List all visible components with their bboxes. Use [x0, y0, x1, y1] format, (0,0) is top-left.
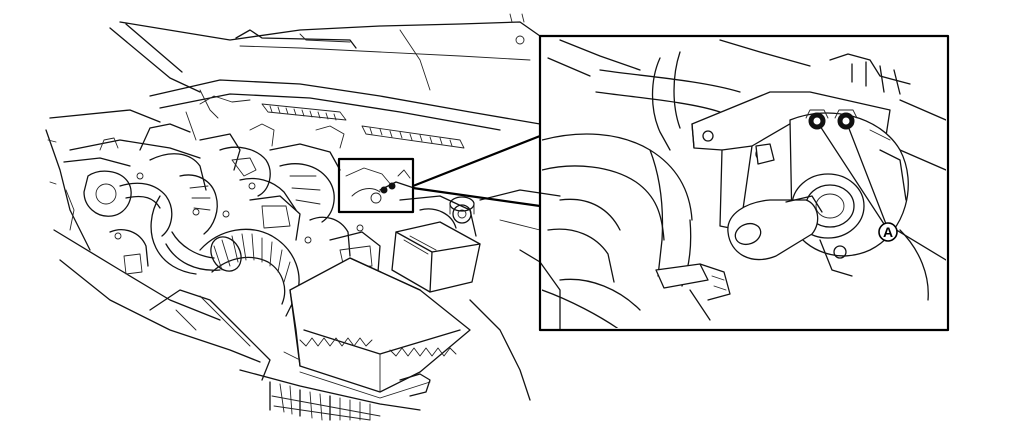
engine-components: [63, 123, 477, 275]
mounting-bracket: [691, 91, 891, 231]
engine-bay-overview: [45, 13, 561, 421]
reservoir-cap: [449, 196, 475, 215]
bracket-nuts: [805, 109, 858, 130]
front-grille: [175, 295, 431, 421]
callout-a: A: [878, 222, 898, 242]
open-hood: [109, 13, 541, 93]
detail-inset: A: [538, 34, 950, 332]
valve-body: [789, 112, 909, 277]
fuse-relay-box: [391, 221, 481, 293]
hardware-details: [114, 172, 364, 244]
callout-a-label: A: [883, 224, 893, 240]
right-fender: [469, 189, 561, 401]
left-fender: [45, 109, 271, 381]
air-intake-duct: [199, 228, 300, 317]
air-cleaner-box: [283, 257, 471, 399]
pipe-flange: [727, 195, 823, 261]
locator-box: [337, 134, 541, 214]
cowl-panel: [149, 79, 541, 149]
